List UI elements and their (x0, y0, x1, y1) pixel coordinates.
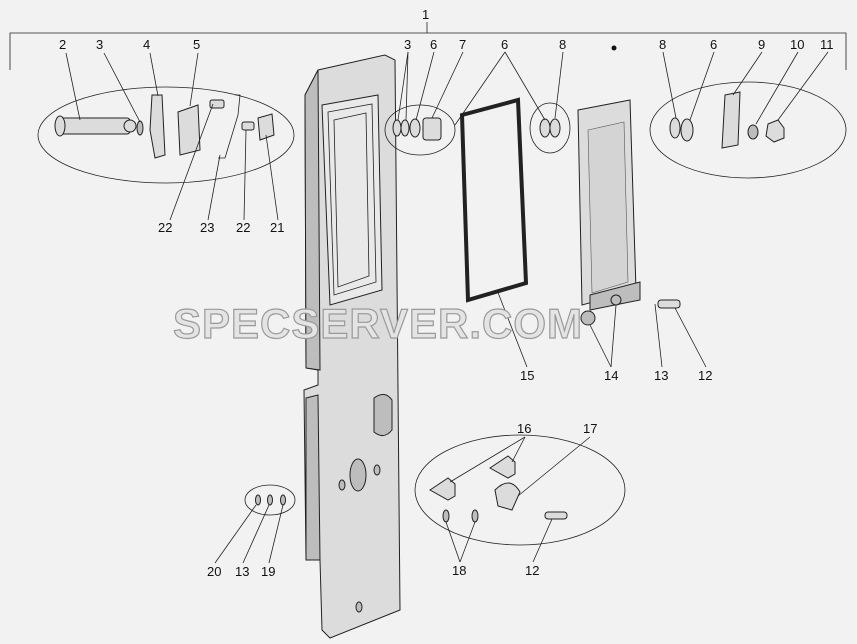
callout-label: 20 (207, 564, 221, 579)
washer-set-middle (529, 102, 571, 154)
latch-parts-group (414, 434, 626, 546)
callout-label: 6 (430, 37, 437, 52)
callout-label: 8 (559, 37, 566, 52)
watermark-text: SPECSERVER.COM (173, 300, 583, 347)
window-sash (577, 45, 681, 326)
window-gasket (459, 97, 529, 303)
callout-label: 10 (790, 37, 804, 52)
callout-label: 21 (270, 220, 284, 235)
callout-label: 17 (583, 421, 597, 436)
fastener-group-right (649, 81, 847, 179)
callout-label: 13 (654, 368, 668, 383)
callout-label: 3 (404, 37, 411, 52)
callout-label: 6 (710, 37, 717, 52)
callout-label: 12 (525, 563, 539, 578)
callout-label: 9 (758, 37, 765, 52)
hinge-parts-group (37, 86, 295, 184)
callout-label: 2 (59, 37, 66, 52)
callout-label: 11 (820, 37, 834, 52)
leader-lines (65, 51, 829, 564)
callout-label: 14 (604, 368, 618, 383)
callout-label: 22 (236, 220, 250, 235)
callout-label: 3 (96, 37, 103, 52)
callout-label: 5 (193, 37, 200, 52)
callout-label: 8 (659, 37, 666, 52)
callout-label: 22 (158, 220, 172, 235)
callout-label: 19 (261, 564, 275, 579)
washer-set-upper (384, 104, 456, 156)
callout-label: 16 (517, 421, 531, 436)
callout-label: 15 (520, 368, 534, 383)
callout-label: 6 (501, 37, 508, 52)
callout-label: 7 (459, 37, 466, 52)
callout-label: 23 (200, 220, 214, 235)
callout-label: 1 (422, 7, 429, 22)
callout-label: 12 (698, 368, 712, 383)
callout-label: 4 (143, 37, 150, 52)
callout-label: 13 (235, 564, 249, 579)
callout-labels: 1 2 3 4 5 3 6 7 6 8 8 6 9 10 11 22 23 22… (59, 7, 834, 579)
assembly-bracket (9, 22, 847, 70)
door-panel (303, 54, 401, 639)
callout-label: 18 (452, 563, 466, 578)
